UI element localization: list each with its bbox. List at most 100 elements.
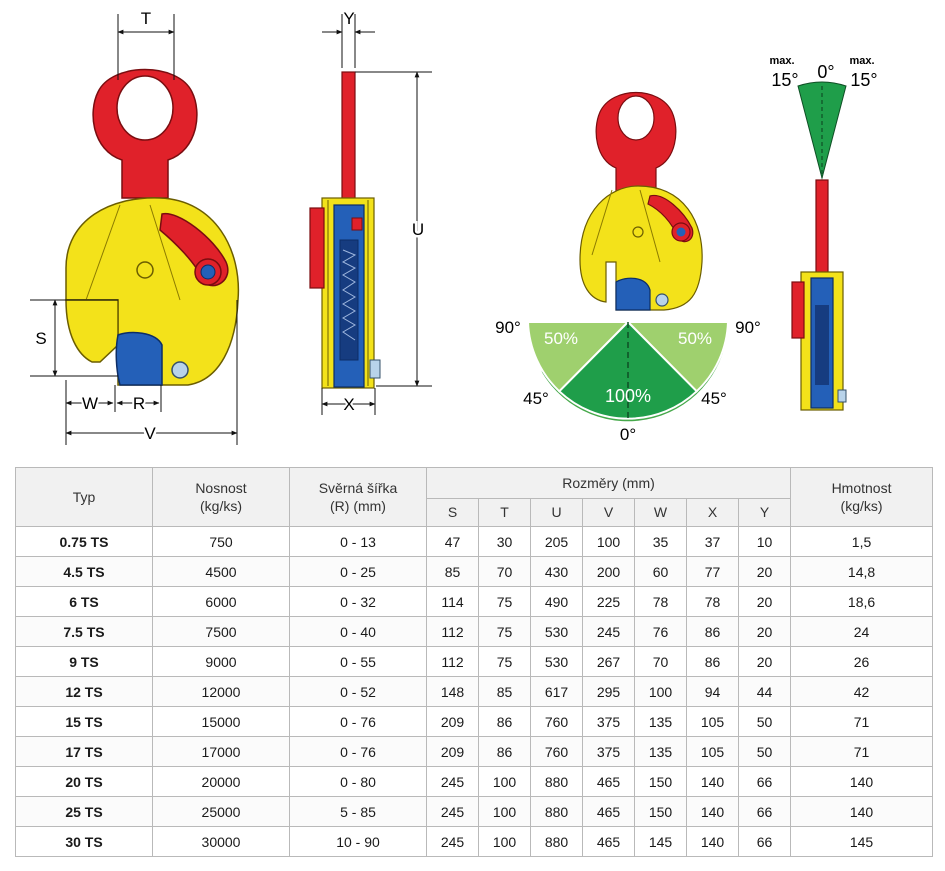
cell-dim-u: 530 (530, 646, 583, 677)
cell-dim-u: 880 (530, 826, 583, 857)
cell-sverna-sirka: 0 - 76 (289, 736, 427, 767)
cell-dim-u: 430 (530, 556, 583, 587)
angle-label-45-left: 45° (523, 389, 549, 408)
header-nosnost: Nosnost (kg/ks) (152, 467, 290, 527)
cell-dim-w: 35 (634, 526, 687, 557)
cell-dim-y: 20 (737, 646, 792, 677)
cell-dim-s: 209 (426, 706, 479, 737)
cell-dim-t: 100 (478, 796, 531, 827)
cell-dim-v: 465 (582, 796, 635, 827)
header-dim-v: V (582, 497, 635, 528)
pct-label-center: 100% (605, 386, 651, 406)
cell-dim-x: 86 (686, 616, 739, 647)
cell-dim-w: 150 (634, 796, 687, 827)
dim-label-u: U (412, 220, 424, 239)
cell-dim-w: 76 (634, 616, 687, 647)
dim-label-y: Y (343, 9, 354, 28)
cell-dim-v: 295 (582, 676, 635, 707)
cell-dim-u: 760 (530, 736, 583, 767)
cell-sverna-sirka: 0 - 13 (289, 526, 427, 557)
header-dim-y: Y (737, 497, 792, 528)
dim-label-w: W (82, 394, 98, 413)
cell-typ: 0.75 TS (15, 526, 153, 557)
cell-dim-x: 140 (686, 766, 739, 797)
load-capacity-diagram: 50% 50% 100% 90° 90° 45° 45° 0° (495, 92, 761, 444)
cell-sverna-sirka: 0 - 40 (289, 616, 427, 647)
cell-dim-x: 37 (686, 526, 739, 557)
dim-label-r: R (133, 394, 145, 413)
cell-dim-y: 20 (737, 556, 792, 587)
cell-sverna-sirka: 0 - 55 (289, 646, 427, 677)
cell-hmotnost: 24 (790, 616, 934, 647)
cell-dim-v: 267 (582, 646, 635, 677)
cell-dim-y: 66 (737, 766, 792, 797)
cell-dim-v: 225 (582, 586, 635, 617)
cell-dim-v: 465 (582, 766, 635, 797)
angle-diagram: max. max. 15° 0° 15° (769, 55, 878, 411)
angle-label-0-top: 0° (817, 62, 834, 82)
cell-hmotnost: 140 (790, 766, 934, 797)
cell-dim-v: 465 (582, 826, 635, 857)
cell-hmotnost: 14,8 (790, 556, 934, 587)
cell-dim-s: 112 (426, 616, 479, 647)
angle-label-15-left: 15° (771, 70, 798, 90)
cell-typ: 9 TS (15, 646, 153, 677)
cell-hmotnost: 71 (790, 736, 934, 767)
cell-typ: 7.5 TS (15, 616, 153, 647)
header-typ: Typ (15, 467, 153, 527)
header-dim-x: X (686, 497, 739, 528)
cell-dim-u: 617 (530, 676, 583, 707)
cell-hmotnost: 18,6 (790, 586, 934, 617)
cell-typ: 12 TS (15, 676, 153, 707)
cell-dim-s: 112 (426, 646, 479, 677)
angle-label-90-left: 90° (495, 318, 521, 337)
cell-hmotnost: 145 (790, 826, 934, 857)
cell-dim-y: 50 (737, 706, 792, 737)
cell-dim-t: 86 (478, 736, 531, 767)
cell-nosnost: 30000 (152, 826, 290, 857)
cell-dim-u: 205 (530, 526, 583, 557)
cell-dim-s: 245 (426, 766, 479, 797)
cell-dim-w: 145 (634, 826, 687, 857)
cell-typ: 30 TS (15, 826, 153, 857)
cell-dim-v: 375 (582, 736, 635, 767)
cell-hmotnost: 42 (790, 676, 934, 707)
product-diagrams: T S W R V Y (30, 9, 878, 446)
angle-label-15-right: 15° (850, 70, 877, 90)
cell-dim-x: 140 (686, 796, 739, 827)
cell-nosnost: 9000 (152, 646, 290, 677)
angle-label-90-right: 90° (735, 318, 761, 337)
dim-label-s: S (35, 329, 46, 348)
max-label-left: max. (769, 55, 794, 67)
cell-dim-x: 78 (686, 586, 739, 617)
cell-dim-w: 78 (634, 586, 687, 617)
header-dim-u: U (530, 497, 583, 528)
cell-nosnost: 4500 (152, 556, 290, 587)
cell-dim-u: 490 (530, 586, 583, 617)
cell-dim-s: 85 (426, 556, 479, 587)
cell-dim-u: 760 (530, 706, 583, 737)
cell-typ: 20 TS (15, 766, 153, 797)
header-dim-s: S (426, 497, 479, 528)
dim-label-v: V (144, 424, 156, 443)
cell-dim-s: 245 (426, 826, 479, 857)
cell-dim-t: 85 (478, 676, 531, 707)
dim-label-t: T (141, 9, 151, 28)
header-dim-t: T (478, 497, 531, 528)
cell-nosnost: 12000 (152, 676, 290, 707)
header-rozmery: Rozměry (mm) (425, 467, 792, 499)
cell-dim-u: 530 (530, 616, 583, 647)
cell-typ: 17 TS (15, 736, 153, 767)
cell-dim-x: 77 (686, 556, 739, 587)
cell-typ: 15 TS (15, 706, 153, 737)
cell-dim-s: 245 (426, 796, 479, 827)
cell-dim-s: 209 (426, 736, 479, 767)
cell-dim-w: 135 (634, 736, 687, 767)
cell-nosnost: 15000 (152, 706, 290, 737)
cell-dim-s: 114 (426, 586, 479, 617)
